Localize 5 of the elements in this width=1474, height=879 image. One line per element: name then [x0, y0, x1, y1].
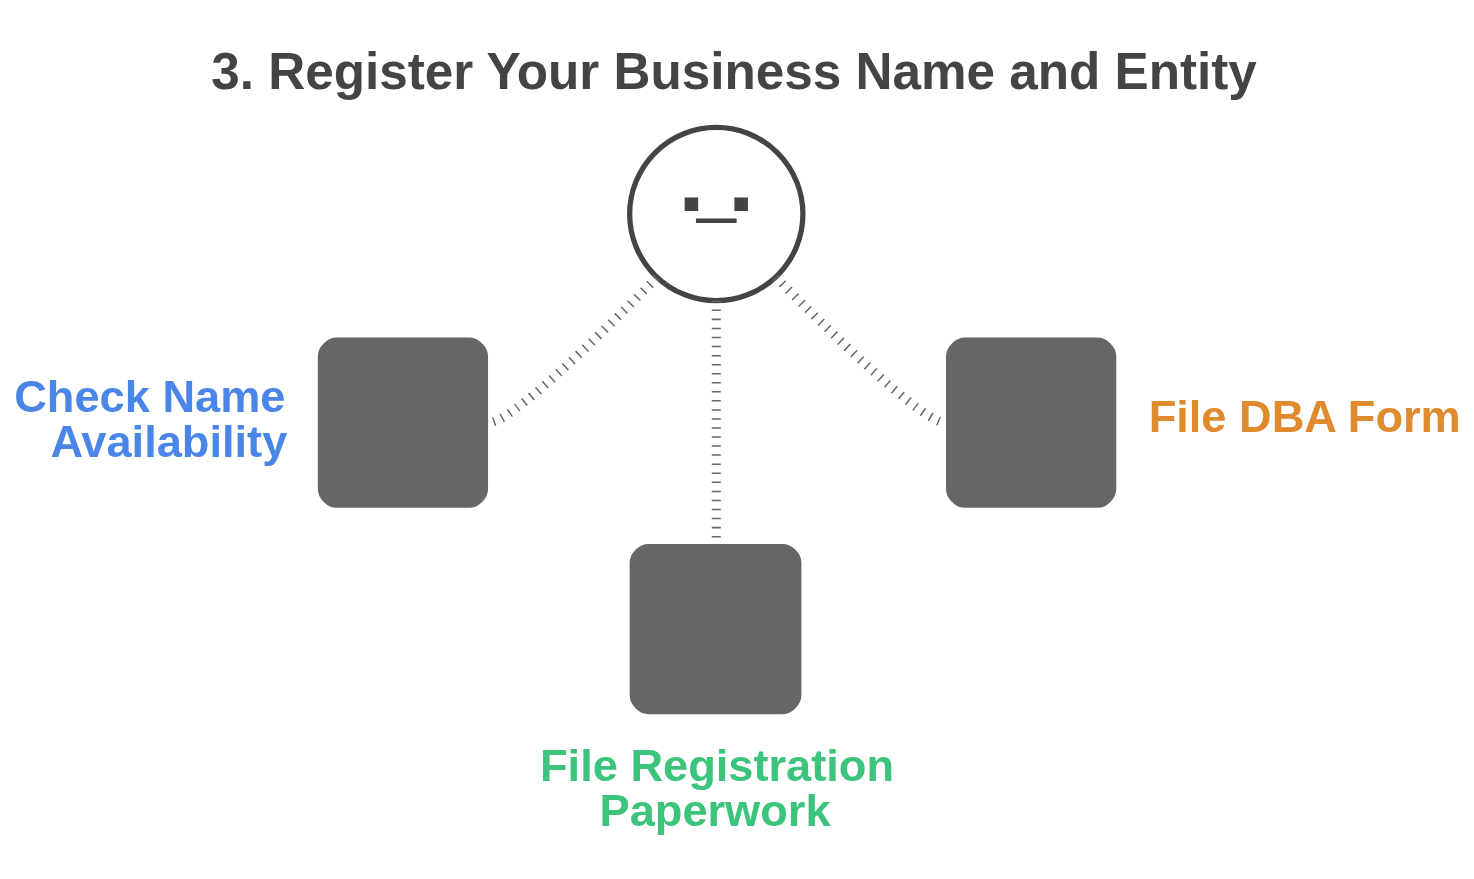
diagram-title: 3. Register Your Business Name and Entity — [211, 42, 1257, 100]
node-label: File DBA Form — [1148, 390, 1461, 442]
node-label: File Registration Paperwork — [540, 739, 895, 836]
node-picture — [627, 124, 806, 303]
node-label: Check Name Availability — [14, 370, 288, 467]
